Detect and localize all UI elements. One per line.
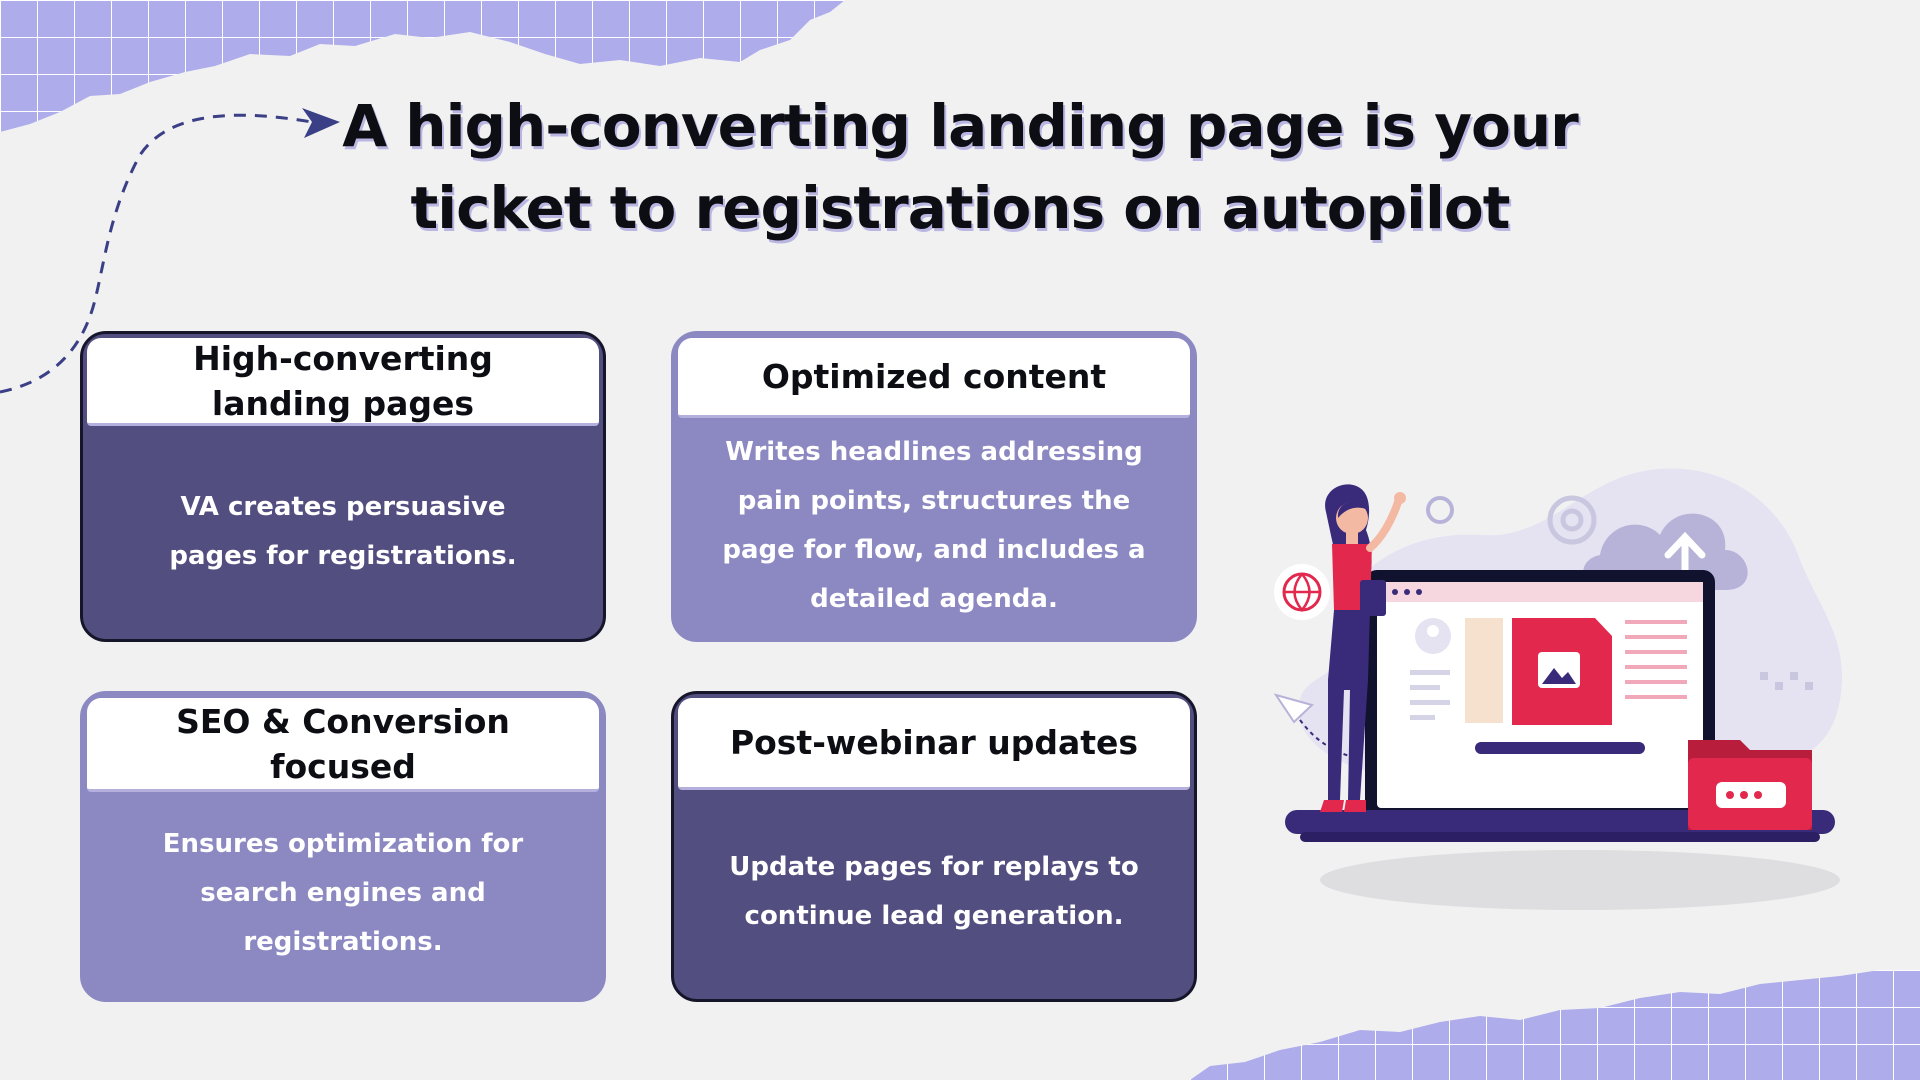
card-header: Optimized content: [678, 338, 1190, 418]
card-title: Optimized content: [761, 357, 1107, 396]
card-body: Writes headlines addressing pain points,…: [704, 418, 1164, 633]
card-header: Post-webinar updates: [678, 698, 1190, 790]
page-title: A high-converting landing page is your t…: [330, 85, 1590, 249]
card-description: VA creates persuasive pages for registra…: [169, 491, 517, 571]
card-body: VA creates persuasive pages for registra…: [113, 430, 573, 633]
globe-icon: [1274, 564, 1330, 620]
title-line-1: A high-converting landing page is your: [342, 92, 1579, 160]
card-body: Update pages for replays to continue lea…: [704, 790, 1164, 993]
top-left-grid-decoration: [0, 0, 845, 132]
feature-card-post-webinar: Post-webinar updates Update pages for re…: [671, 691, 1197, 1002]
paper-plane-icon: [1273, 693, 1356, 759]
woman-figure: [1320, 484, 1406, 812]
card-description: Ensures optimization for search engines …: [162, 829, 524, 957]
illustration-woman-laptop: [1273, 468, 1842, 910]
image-icon: [1512, 618, 1612, 725]
folder-icon: [1688, 740, 1812, 830]
bottom-right-grid-decoration: [1190, 970, 1920, 1080]
dashed-arrow-icon: [0, 108, 340, 394]
title-line-2: ticket to registrations on autopilot: [410, 174, 1511, 242]
gear-icon: [1547, 495, 1597, 545]
card-body: Ensures optimization for search engines …: [113, 794, 573, 993]
card-title: Post-webinar updates: [729, 723, 1139, 762]
card-description: Update pages for replays to continue lea…: [729, 851, 1139, 931]
card-description: Writes headlines addressing pain points,…: [722, 436, 1146, 614]
user-icon: [1415, 618, 1451, 654]
feature-card-optimized-content: Optimized content Writes headlines addre…: [671, 331, 1197, 642]
